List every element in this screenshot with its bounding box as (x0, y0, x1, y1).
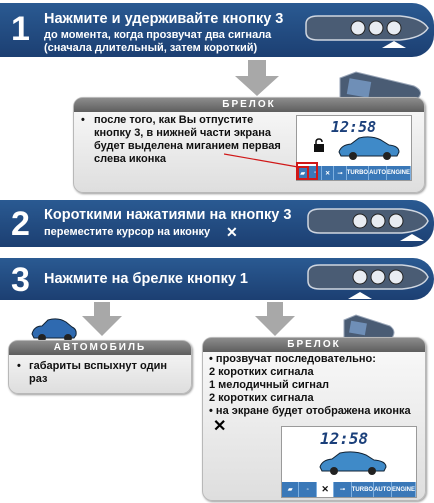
panel-line: • на экране будет отображена иконка (209, 405, 411, 417)
fan-icon: ✕ (322, 166, 335, 180)
lcd-icon-bar: ▰ ▫ ✕ ⊸ TURBO AUTO ENGINE (282, 482, 416, 497)
lcd-time: 12:58 (331, 118, 377, 136)
panel-text: • (81, 114, 85, 126)
panel-line: габариты вспыхнут один (29, 360, 167, 372)
panel-line: • прозвучат последовательно: (209, 353, 376, 365)
keyfob-panel-result: БРЕЛОК • прозвучат последовательно: 2 ко… (202, 337, 426, 501)
car-icon (319, 451, 387, 475)
panel-line: 2 коротких сигнала (209, 366, 314, 378)
step2-number: 2 (11, 205, 30, 243)
panel-line: 2 коротких сигнала (209, 392, 314, 404)
step1-number: 1 (11, 10, 30, 48)
cursor-icon: ✕ (213, 418, 227, 435)
engine-icon: ENGINE (392, 482, 416, 497)
lcd-time: 12:58 (320, 429, 369, 448)
turbo-icon: TURBO (347, 166, 370, 180)
car-icon (338, 136, 400, 160)
key-fob-icon (307, 264, 429, 299)
fan-icon: ✕ (316, 482, 335, 497)
pointer-line (224, 153, 299, 168)
panel-line: кнопку 3, в нижней части экрана (94, 127, 272, 139)
gun-icon: ▰ (297, 166, 310, 180)
turbo-icon: TURBO (352, 482, 375, 497)
key-fob-icon (339, 71, 421, 105)
auto-icon: AUTO (369, 166, 387, 180)
auto-icon: AUTO (374, 482, 392, 497)
panel-title: АВТОМОБИЛЬ (9, 341, 191, 355)
highlight-frame (296, 162, 318, 180)
panel-line: 1 мелодичный сигнал (209, 379, 330, 391)
panel-text: • (17, 360, 21, 372)
panel-line: после того, как Вы отпустите (94, 114, 254, 126)
down-arrow-icon (235, 60, 279, 96)
step3-title: Нажмите на брелке кнопку 1 (44, 271, 248, 287)
lcd-icon-bar: ▰ ▫ ✕ ⊸ TURBO AUTO ENGINE (297, 166, 411, 180)
step1-line: до момента, когда прозвучат два сигнала (44, 29, 272, 41)
panel-line: слева иконка (94, 153, 166, 165)
lock-small-icon: ▫ (309, 166, 322, 180)
down-arrow-icon (255, 302, 295, 336)
step3-number: 3 (11, 261, 30, 299)
keyfob-panel: БРЕЛОК • после того, как Вы отпустите кн… (73, 97, 425, 193)
step1-line: (сначала длительный, затем короткий) (44, 42, 258, 54)
lcd-screen: 12:58 ▰ ▫ ✕ ⊸ TURBO AUTO ENGINE (296, 115, 412, 181)
step2-title: Короткими нажатиями на кнопку 3 (44, 207, 292, 223)
panel-line: раз (29, 373, 48, 385)
step1-title: Нажмите и удерживайте кнопку 3 (44, 11, 284, 27)
panel-title: БРЕЛОК (203, 338, 425, 352)
lock-small-icon: ▫ (299, 482, 317, 497)
step2-subtitle: переместите курсор на иконку (44, 226, 211, 238)
gun-icon: ▰ (282, 482, 300, 497)
key-icon: ⊸ (334, 482, 352, 497)
lcd-screen: 12:58 ▰ ▫ ✕ ⊸ TURBO AUTO ENGINE (281, 426, 417, 498)
key-fob-icon (305, 15, 429, 48)
panel-line: будет выделена миганием первая (94, 140, 281, 152)
key-fob-icon (343, 314, 395, 344)
down-arrow-icon (82, 302, 122, 336)
lock-icon (314, 138, 324, 152)
cursor-icon: ✕ (226, 224, 238, 240)
key-icon: ⊸ (334, 166, 347, 180)
panel-title: БРЕЛОК (74, 98, 424, 112)
engine-icon: ENGINE (387, 166, 411, 180)
car-panel: АВТОМОБИЛЬ • габариты вспыхнут один раз (8, 340, 192, 394)
key-fob-icon (307, 208, 429, 241)
